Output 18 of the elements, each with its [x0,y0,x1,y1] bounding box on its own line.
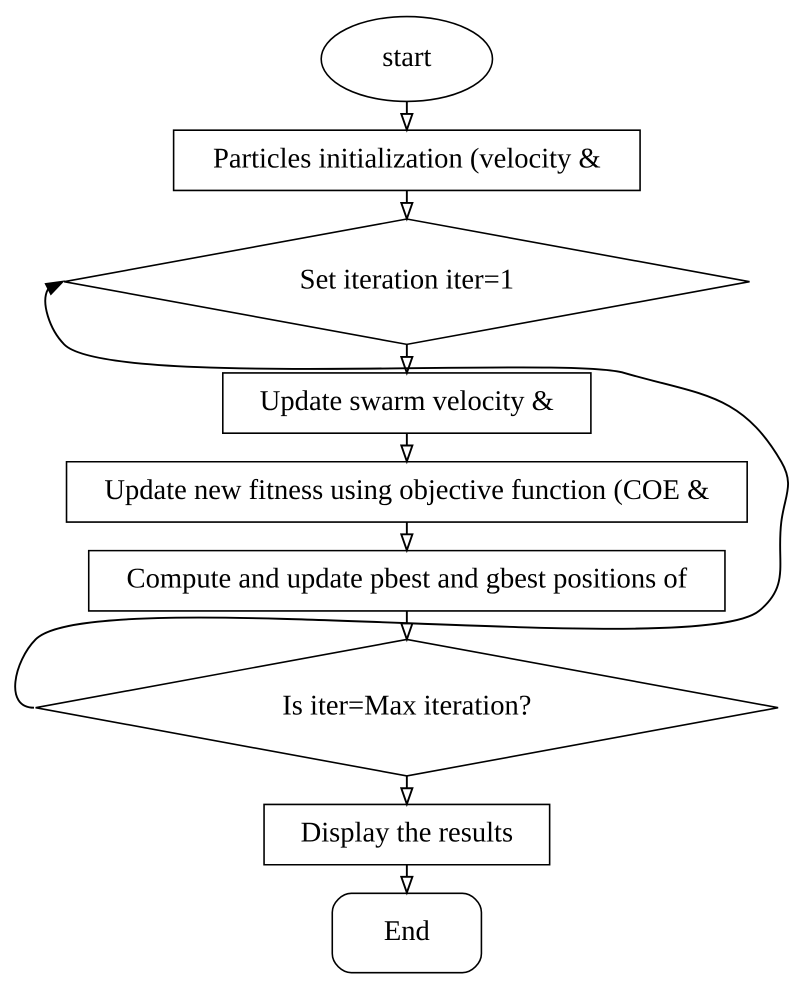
node-ellipse: start [320,16,494,102]
arrow [400,344,414,376]
node-box: End [331,892,482,974]
arrow [400,776,414,807]
arrow [400,864,414,896]
node-box: Particles initialization (velocity & [172,129,641,192]
arrow [400,522,414,554]
node-diamond: Is iter=Max iteration? [34,638,779,777]
arrow [400,190,414,222]
node-box: Display the results [263,804,550,866]
node-diamond: Set iteration iter=1 [63,218,750,346]
node-box: Compute and update pbest and gbest positions of [88,550,726,612]
arrow [400,611,414,642]
arrow [400,102,414,133]
arrow [400,434,414,464]
node-box: Update new fitness using objective function (COE & [66,460,748,523]
node-box: Update swarm velocity & [222,372,592,434]
arrow [14,280,788,709]
